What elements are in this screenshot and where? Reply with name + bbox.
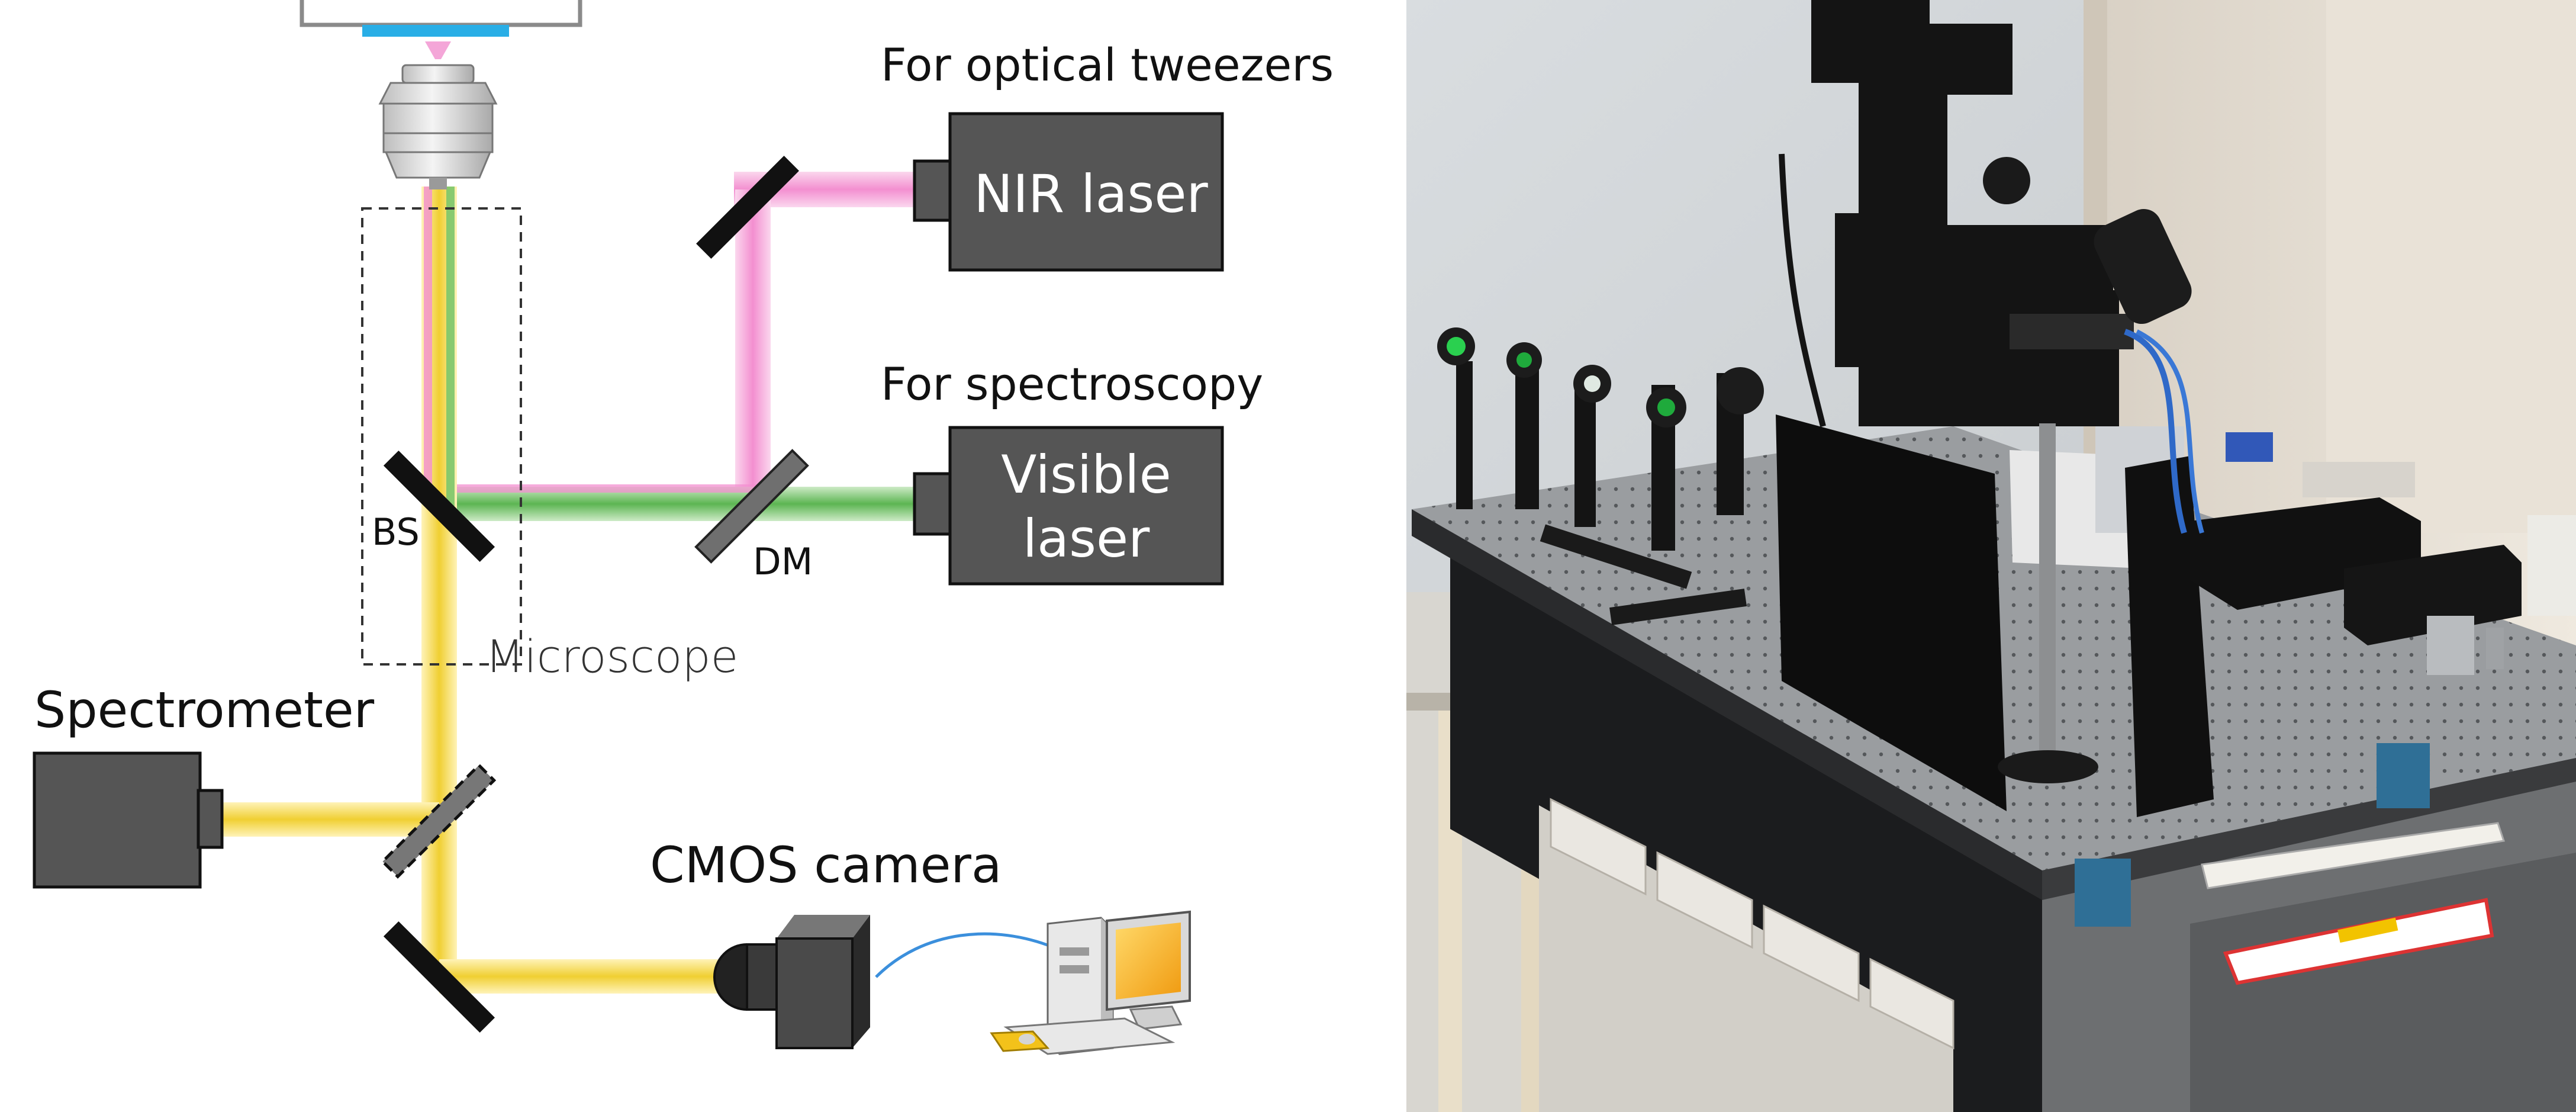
spectrometer-beam <box>219 802 439 837</box>
cmos-camera-icon <box>713 915 870 1049</box>
visible-laser-label-line2: laser <box>1023 508 1150 569</box>
dichroic-mirror <box>694 449 809 564</box>
microscope-label: Microscope <box>485 630 738 683</box>
microscope-objective-icon <box>378 41 498 189</box>
light-shield <box>1776 414 2007 811</box>
camera-cable <box>875 932 1054 978</box>
camera-beam <box>439 959 747 994</box>
sample-stage <box>300 0 582 37</box>
nir-beam-vertical <box>735 189 771 491</box>
nir-laser-label: NIR laser <box>974 163 1208 224</box>
dm-label: DM <box>753 540 813 583</box>
optical-tweezers-setup-photo <box>1406 0 2576 1112</box>
visible-laser-label-line1: Visible <box>1001 444 1171 505</box>
tweezers-heading: For optical tweezers <box>881 38 1334 91</box>
desktop-computer-icon <box>990 910 1191 1055</box>
cmos-camera-label: CMOS camera <box>650 836 1002 894</box>
bs-label: BS <box>372 510 420 554</box>
visible-beam-horizontal <box>764 487 917 521</box>
spectrometer-device <box>33 751 224 889</box>
schematic-panel: NIR laser Visible laser <box>33 0 1334 1055</box>
detection-beam-vertical <box>421 506 457 968</box>
spectroscopy-heading: For spectroscopy <box>881 358 1263 410</box>
beam-paths <box>219 172 917 994</box>
camera-mirror <box>383 921 495 1033</box>
nir-steering-mirror <box>696 156 799 259</box>
microscope-outline <box>361 207 522 666</box>
spectrometer-label: Spectrometer <box>34 681 375 739</box>
visible-laser-device: Visible laser <box>913 426 1224 586</box>
nir-laser-device: NIR laser <box>913 112 1224 272</box>
flip-mirror <box>381 763 497 879</box>
beam-splitter <box>383 450 495 563</box>
